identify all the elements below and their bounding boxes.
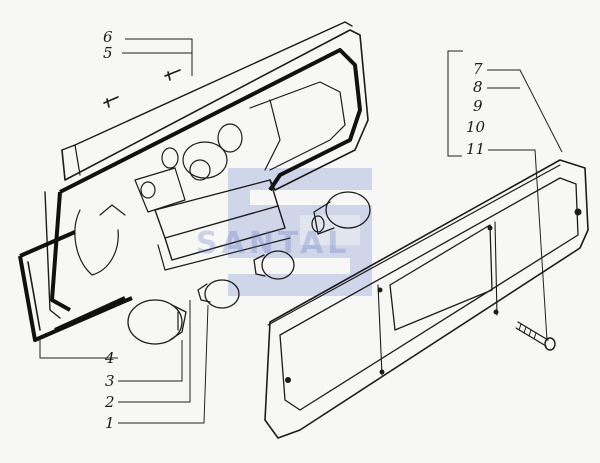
bulb-upper-right: [311, 191, 371, 235]
bulb-small-center: [197, 279, 240, 309]
callout-5: 5: [103, 44, 113, 62]
callout-1: 1: [105, 414, 115, 432]
lens: [264, 159, 589, 439]
leader-lines: [39, 38, 563, 424]
bulb-middle-right: [253, 250, 295, 280]
lamp-housing: [44, 21, 369, 319]
callout-8: 8: [473, 78, 483, 96]
watermark-text: SANTAL: [196, 226, 351, 261]
gasket: [18, 230, 133, 342]
callout-10: 10: [466, 118, 486, 136]
callout-3: 3: [105, 372, 115, 390]
callout-11: 11: [466, 140, 486, 158]
callout-6: 6: [103, 28, 113, 46]
callout-4: 4: [105, 349, 115, 367]
bulb-large-left: [127, 299, 187, 345]
callout-9: 9: [473, 97, 483, 115]
screw: [515, 321, 556, 351]
callout-7: 7: [473, 60, 483, 78]
callout-2: 2: [105, 393, 115, 411]
